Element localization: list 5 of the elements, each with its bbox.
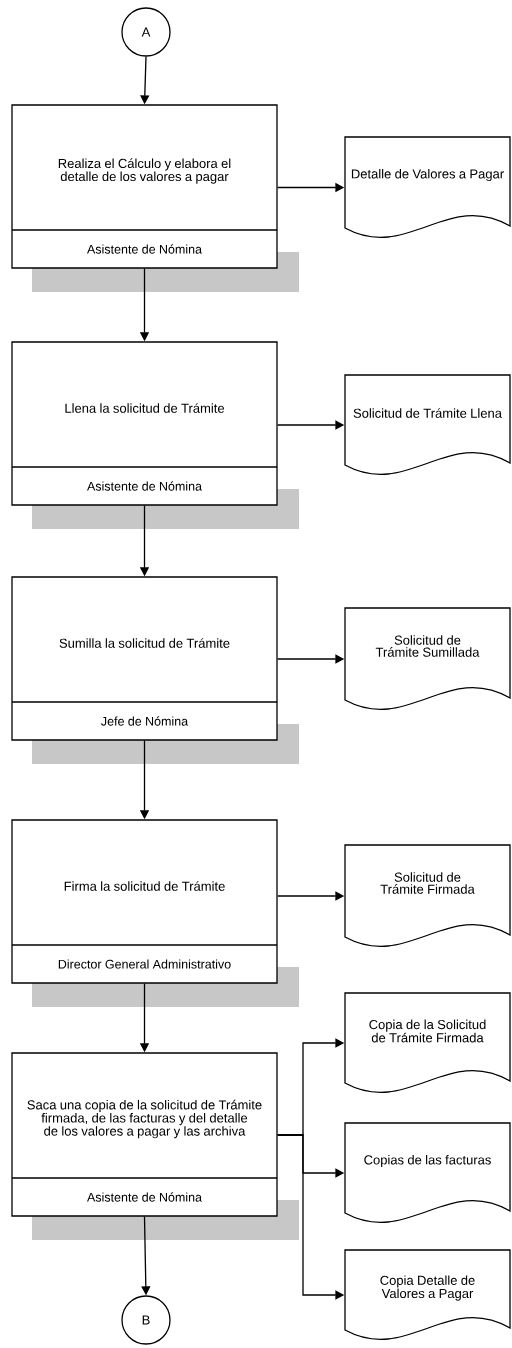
process-box: Firma la solicitud de Trámite Director General Administrativo bbox=[11, 819, 299, 1007]
process-box: Saca una copia de la solicitud de Trámite firmada, de las facturas y del detalle de los valores a pagar y las archiva Asistente de Nómina bbox=[11, 1052, 299, 1240]
process-box: Realiza el Cálculo y elabora el detalle de los valores a pagar Asistente de Nómina bbox=[11, 104, 299, 292]
process-box: Sumilla la solicitud de Trámite Jefe de Nómina bbox=[11, 576, 299, 764]
process-box: Llena la solicitud de Trámite Asistente de Nómina bbox=[11, 341, 299, 529]
